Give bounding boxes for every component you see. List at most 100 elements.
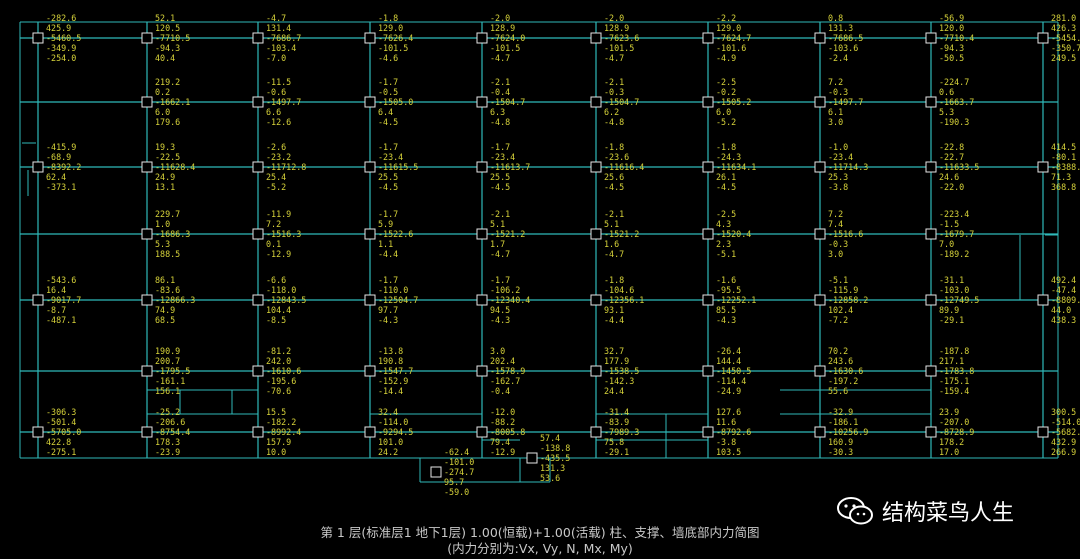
force-value: -12504.7	[378, 295, 418, 305]
wechat-icon	[837, 497, 873, 525]
force-value: -22.7	[939, 152, 964, 162]
force-value: -1662.1	[155, 97, 190, 107]
force-value: -223.4	[939, 209, 969, 219]
column-marker	[1037, 161, 1049, 173]
column-marker	[925, 228, 937, 240]
column-marker	[590, 161, 602, 173]
column-marker	[814, 161, 826, 173]
force-value: -7.0	[266, 53, 286, 63]
column-marker	[252, 426, 264, 438]
force-value: -1.8	[604, 275, 624, 285]
force-value: 219.2	[155, 77, 180, 87]
column-marker	[590, 426, 602, 438]
force-value: -30.3	[828, 447, 853, 457]
column-node: -2.54.3-1520.42.3-5.1	[702, 209, 751, 259]
force-value: 16.4	[46, 285, 66, 295]
column-marker	[476, 426, 488, 438]
force-value: 0.1	[266, 239, 281, 249]
force-value: -12749.5	[939, 295, 979, 305]
force-value: 5.1	[490, 219, 505, 229]
force-value: -88.2	[490, 417, 515, 427]
column-marker	[925, 32, 937, 44]
force-value: -349.9	[46, 43, 76, 53]
force-value: -7686.7	[266, 33, 301, 43]
force-value: 414.5	[1051, 142, 1076, 152]
force-value: -101.6	[716, 43, 746, 53]
force-value: 200.7	[155, 356, 180, 366]
force-value: 7.2	[828, 209, 843, 219]
column-marker	[252, 32, 264, 44]
force-value: 101.0	[378, 437, 403, 447]
column-marker	[364, 365, 376, 377]
column-marker	[590, 32, 602, 44]
force-value: 40.4	[155, 53, 175, 63]
force-value: 94.5	[490, 305, 510, 315]
force-value: -1.8	[716, 142, 736, 152]
force-value: -282.6	[46, 13, 76, 23]
column-marker	[364, 32, 376, 44]
force-value: 7.0	[939, 239, 954, 249]
force-value: 19.3	[155, 142, 175, 152]
force-value: -435.5	[540, 453, 570, 463]
force-value: -103.0	[939, 285, 969, 295]
force-value: 6.3	[490, 107, 505, 117]
force-value: -190.3	[939, 117, 969, 127]
force-value: -23.2	[266, 152, 291, 162]
force-value: -118.0	[266, 285, 296, 295]
force-value: -8388.8	[1051, 162, 1080, 172]
force-value: 131.3	[828, 23, 853, 33]
force-value: 13.1	[155, 182, 175, 192]
force-value: -543.6	[46, 275, 76, 285]
force-value: -8754.4	[155, 427, 190, 437]
force-value: -12252.1	[716, 295, 756, 305]
force-value: -1505.0	[378, 97, 413, 107]
force-value: -2.1	[490, 209, 510, 219]
column-marker	[590, 228, 602, 240]
force-value: -189.2	[939, 249, 969, 259]
force-value: -1521.2	[490, 229, 525, 239]
force-value: -31.1	[939, 275, 964, 285]
force-value: -62.4	[444, 447, 469, 457]
watermark-text: 结构菜鸟人生	[882, 501, 1015, 526]
column-marker	[430, 466, 442, 478]
force-value: 120.0	[939, 23, 964, 33]
force-value: -1.0	[828, 142, 848, 152]
force-value: 144.4	[716, 356, 741, 366]
force-value: -9017.7	[46, 295, 81, 305]
force-value: 128.9	[490, 23, 515, 33]
column-node: -1.7-106.2-12340.494.5-4.3	[476, 275, 530, 325]
force-value: 131.3	[540, 463, 565, 473]
column-marker	[925, 294, 937, 306]
force-value: -501.4	[46, 417, 76, 427]
force-value: 179.6	[155, 117, 180, 127]
force-value: -5705.0	[46, 427, 81, 437]
force-value: -23.4	[828, 152, 853, 162]
force-value: -11712.8	[266, 162, 306, 172]
force-value: -142.3	[604, 376, 634, 386]
force-value: 120.5	[155, 23, 180, 33]
force-value: -114.4	[716, 376, 746, 386]
force-value: -254.0	[46, 53, 76, 63]
force-value: 1.6	[604, 239, 619, 249]
force-value: 32.7	[604, 346, 624, 356]
force-value: 89.9	[939, 305, 959, 315]
force-value: -22.5	[155, 152, 180, 162]
force-value: -12.6	[266, 117, 291, 127]
force-value: 93.1	[604, 305, 624, 315]
force-value: -8392.2	[46, 162, 81, 172]
force-value: -7624.7	[716, 33, 751, 43]
force-value: -83.6	[155, 285, 180, 295]
force-value: -4.5	[378, 182, 398, 192]
force-value: -2.1	[604, 209, 624, 219]
force-value: -2.1	[604, 77, 624, 87]
force-value: 243.6	[828, 356, 853, 366]
force-value: 15.5	[266, 407, 286, 417]
force-value: -1686.3	[155, 229, 190, 239]
force-value: 438.3	[1051, 315, 1076, 325]
